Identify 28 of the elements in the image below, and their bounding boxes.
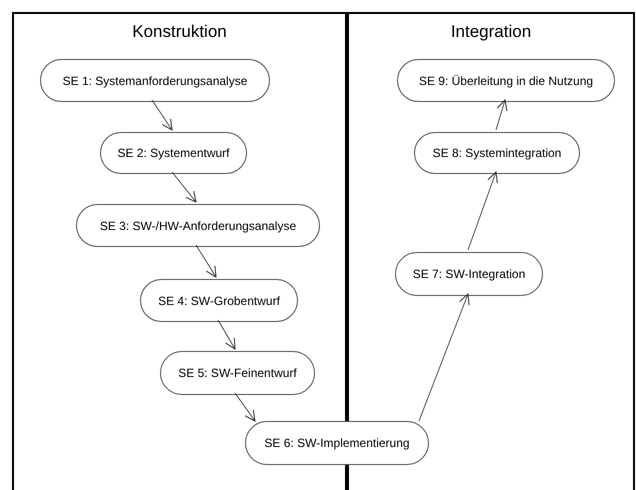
activity-label: SE 5: SW-Feinentwurf — [178, 365, 297, 382]
lane-heading: Integration — [450, 21, 532, 43]
activity-box — [76, 204, 320, 247]
activity-box — [140, 279, 298, 322]
activity-label: SE 6: SW-Implementierung — [264, 435, 410, 452]
activity-label: SE 4: SW-Grobentwurf — [158, 292, 280, 310]
activity-box — [395, 252, 543, 296]
arrow — [468, 172, 498, 250]
arrow — [496, 100, 508, 130]
activity-label: SE 3: SW-/HW-Anforderungsanalyse — [100, 218, 296, 234]
lane-heading: Konstruktion — [131, 21, 228, 43]
activity-box — [160, 351, 315, 395]
activity-box — [414, 132, 580, 174]
activity-label: SE 8: Systemintegration — [432, 145, 562, 162]
activity-label: SE 2: Systementwurf — [117, 145, 230, 162]
activity-box — [245, 421, 429, 465]
arrow — [418, 294, 470, 422]
arrow — [196, 244, 216, 278]
arrow — [172, 172, 196, 202]
arrow — [218, 320, 236, 350]
arrow — [234, 392, 256, 422]
activity-label: SE 7: SW-Integration — [412, 266, 526, 283]
activity-box — [100, 132, 247, 174]
activity-label: SE 9: Überleitung in die Nutzung — [418, 72, 594, 90]
arrow — [152, 100, 172, 130]
activity-box — [40, 59, 270, 102]
activity-box — [397, 59, 615, 102]
activity-label: SE 1: Systemanforderungsanalyse — [62, 72, 248, 90]
